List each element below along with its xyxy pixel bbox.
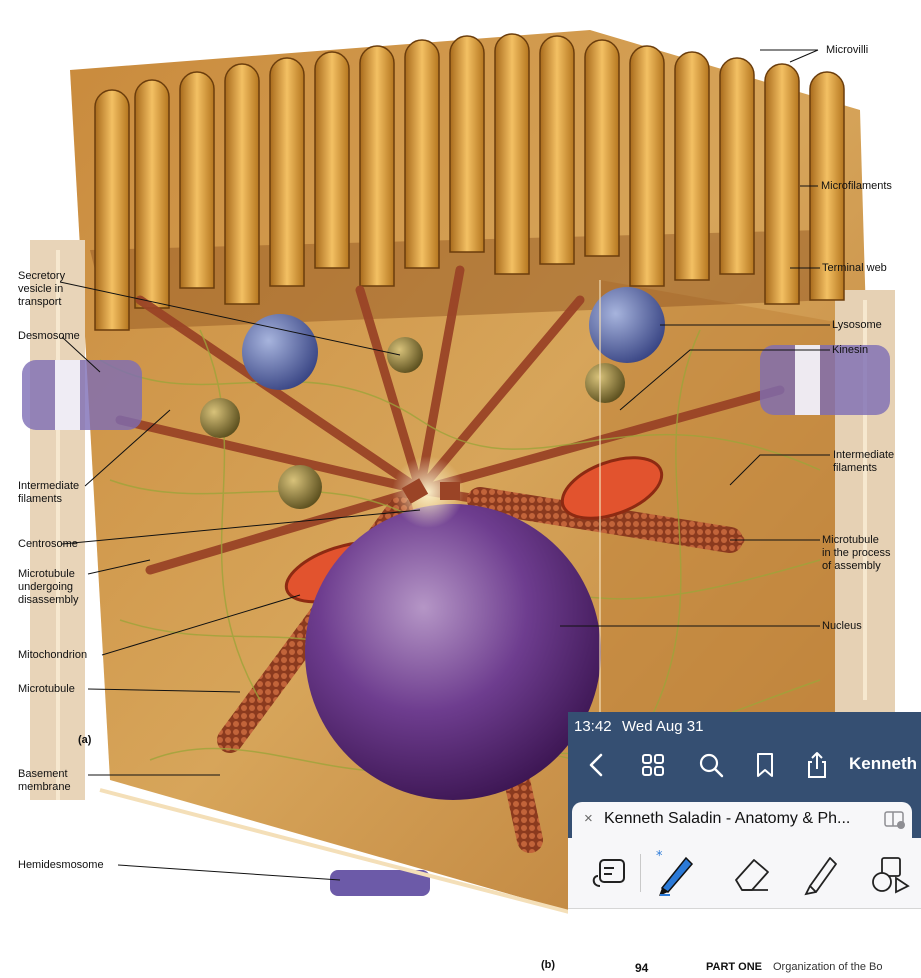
label-microtubule-disassembly: Microtubule undergoing disassembly (18, 568, 79, 607)
microvillus (180, 72, 214, 288)
pen-icon[interactable]: * (650, 846, 698, 898)
status-time: 13:42 (574, 712, 612, 742)
label-secretory-vesicle: Secretory vesicle in transport (18, 270, 65, 309)
document-page[interactable]: 94 PART ONE Organization of the Bo (568, 909, 921, 978)
label-intermediate-filaments-left: Intermediate filaments (18, 480, 79, 506)
label-mitochondrion: Mitochondrion (18, 649, 87, 662)
label-microtubule: Microtubule (18, 683, 75, 696)
tab-close-button[interactable]: × (584, 810, 593, 827)
share-icon[interactable] (802, 750, 832, 780)
microvillus (495, 34, 529, 274)
status-date: Wed Aug 31 (622, 712, 703, 742)
tab-strip: × Kenneth Saladin - Anatomy & Ph... (568, 788, 921, 838)
label-lysosome: Lysosome (832, 319, 882, 332)
tab-title: Kenneth Saladin - Anatomy & Ph... (604, 810, 850, 828)
page-part-title: Organization of the Bo (773, 961, 882, 973)
nav-bar: Kenneth (568, 742, 921, 788)
label-microvilli: Microvilli (826, 44, 868, 57)
eraser-icon[interactable] (728, 846, 776, 898)
label-intermediate-filaments-right: Intermediate filaments (833, 449, 894, 475)
search-icon[interactable] (696, 750, 726, 780)
microvillus (585, 40, 619, 256)
microvillus (270, 58, 304, 286)
label-microtubule-assembly: Microtubule in the process of assembly (822, 534, 890, 573)
document-tab[interactable]: × Kenneth Saladin - Anatomy & Ph... (572, 802, 912, 838)
label-terminal-web: Terminal web (822, 262, 887, 275)
toolbar-divider (640, 854, 641, 892)
lasso-select-icon[interactable] (588, 846, 636, 898)
microvillus (95, 90, 129, 330)
panel-b-letter: (b) (541, 959, 555, 971)
microvillus (675, 52, 709, 280)
label-hemidesmosome: Hemidesmosome (18, 859, 104, 872)
shapes-icon[interactable] (866, 846, 914, 898)
label-kinesin: Kinesin (832, 344, 868, 357)
label-microfilaments: Microfilaments (821, 180, 892, 193)
label-centrosome: Centrosome (18, 538, 78, 551)
page-part-label: PART ONE (706, 961, 762, 973)
microvillus (720, 58, 754, 274)
microvillus (630, 46, 664, 286)
microvillus (450, 36, 484, 252)
microvillus (135, 80, 169, 308)
status-bar: 13:42 Wed Aug 31 (568, 712, 921, 742)
panel-a-letter: (a) (78, 734, 91, 746)
label-desmosome: Desmosome (18, 330, 80, 343)
chevron-left-icon[interactable] (582, 750, 612, 780)
bookmark-icon[interactable] (750, 750, 780, 780)
annotation-toolbar: * (568, 838, 921, 909)
label-nucleus: Nucleus (822, 620, 862, 633)
microvillus (315, 52, 349, 268)
svg-text:*: * (656, 849, 663, 864)
split-view-icon[interactable] (884, 810, 906, 830)
grid-icon[interactable] (638, 750, 668, 780)
label-basement-membrane: Basement membrane (18, 768, 71, 794)
document-title: Kenneth (849, 754, 917, 774)
microvillus (405, 40, 439, 268)
microvillus (360, 46, 394, 286)
microvillus (540, 36, 574, 264)
ipad-notes-window: 13:42 Wed Aug 31 Kenneth × Ken (568, 712, 921, 978)
page-number: 94 (635, 961, 648, 975)
microvillus (225, 64, 259, 304)
highlighter-icon[interactable] (796, 846, 844, 898)
